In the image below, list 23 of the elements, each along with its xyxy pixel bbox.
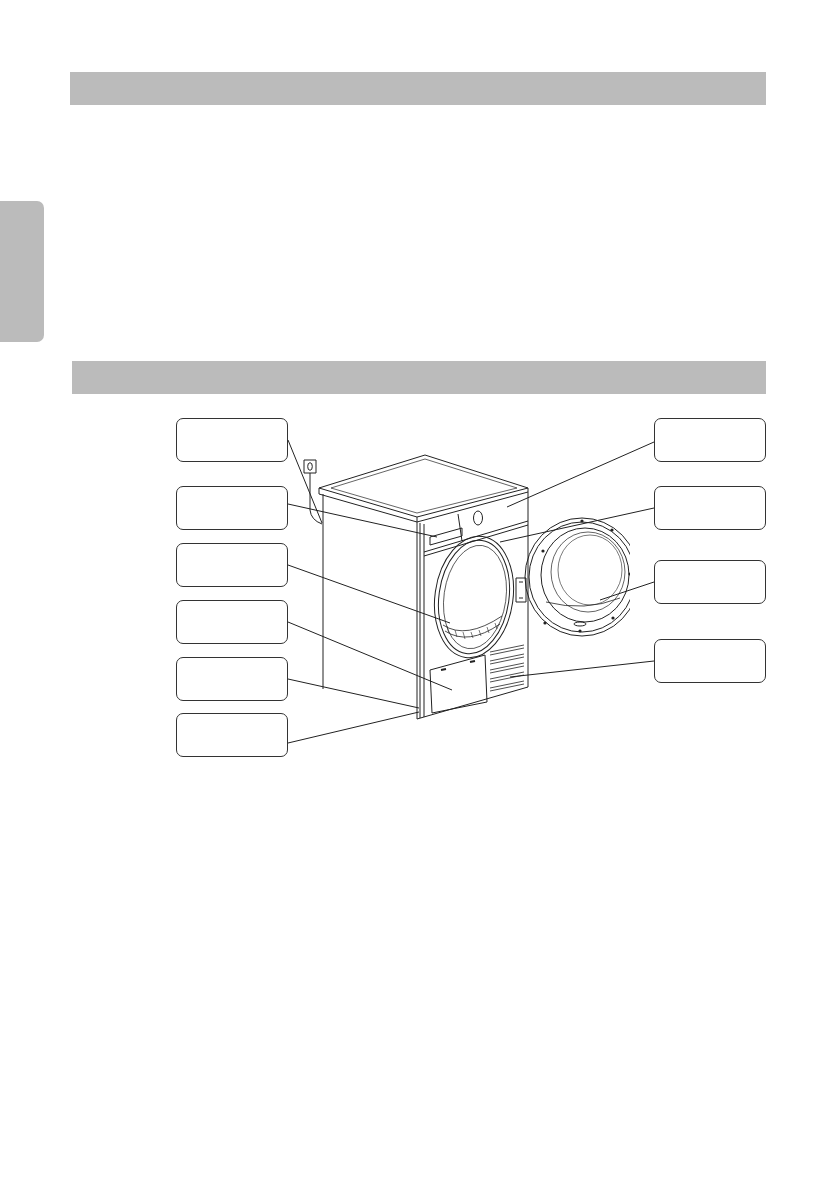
- callout-box: [654, 486, 766, 530]
- leader-line: [287, 621, 453, 691]
- callout-box: [654, 639, 766, 683]
- leader-line: [506, 441, 655, 508]
- leader-line: [509, 660, 655, 678]
- section-header-bar: [70, 72, 766, 105]
- leader-line: [287, 503, 438, 538]
- leader-line: [499, 507, 655, 543]
- callout-box: [176, 543, 288, 587]
- callout-box: [176, 418, 288, 462]
- side-tab: [0, 201, 44, 342]
- callout-box: [176, 657, 288, 701]
- callout-box: [654, 418, 766, 462]
- leader-line: [287, 564, 451, 624]
- callout-box: [176, 713, 288, 757]
- leader-line: [287, 711, 420, 744]
- leader-line: [287, 439, 323, 524]
- leader-line: [287, 678, 420, 709]
- callout-box: [176, 486, 288, 530]
- section-header-bar: [72, 361, 766, 394]
- leader-line: [599, 581, 655, 601]
- callout-box: [176, 600, 288, 644]
- callout-box: [654, 560, 766, 604]
